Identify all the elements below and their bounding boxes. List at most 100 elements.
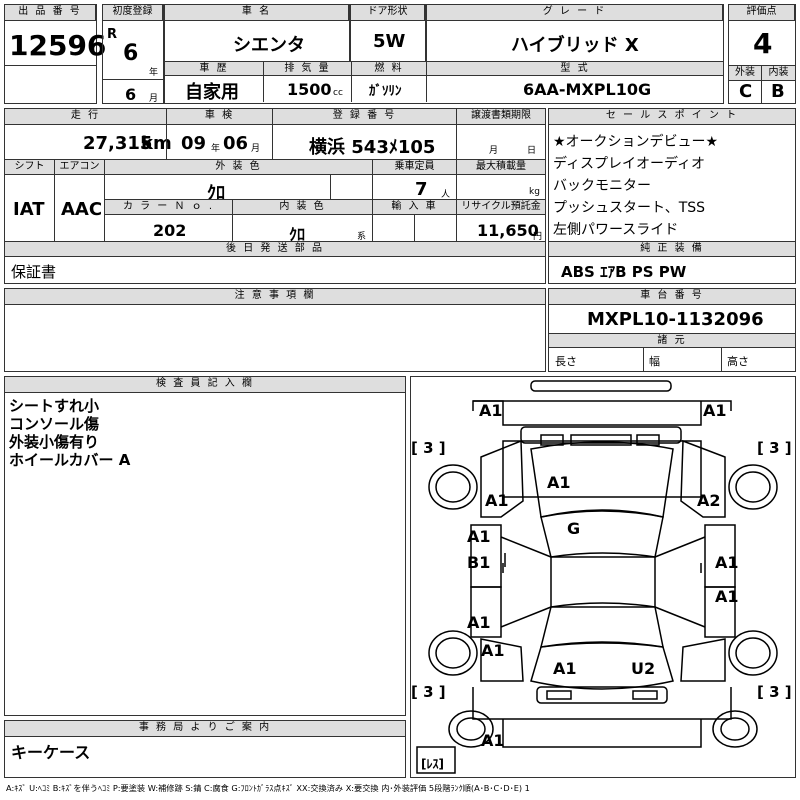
row1b: 車 歴 排 気 量 燃 料 型 式 自家用 1500 cc ｶﾞｿﾘﾝ 6AA-… <box>164 62 724 104</box>
reg-number: 横浜 543ﾒ105 <box>309 137 436 158</box>
int-label: 内装 <box>762 65 795 81</box>
int-color-unit: 系 <box>357 232 367 242</box>
mark-right-rear-door: A1 <box>715 587 739 606</box>
office-box: 事 務 局 よ り ご 案 内 キーケース <box>4 720 406 778</box>
recycle-amount: 11,650 <box>477 221 539 240</box>
transfer-month: 月 <box>489 146 499 156</box>
equip-label: 純 正 装 備 <box>549 241 795 257</box>
office-note: キーケース <box>11 743 91 762</box>
inspector-line: ホイールカバー A <box>9 451 131 469</box>
disp-unit: cc <box>333 88 343 98</box>
mark-right-fender: A2 <box>697 491 721 510</box>
mark-left-front-door-b: B1 <box>467 553 491 572</box>
inspect-year-unit: 年 <box>211 144 221 154</box>
mark-fr-bumper: A1 <box>703 401 727 420</box>
fuel-label: 燃 料 <box>352 62 427 76</box>
grade-label: グ レ ー ド <box>427 5 723 21</box>
name-box: 車 名 シエンタ <box>164 4 350 62</box>
recycle-unit: 円 <box>533 232 543 242</box>
inspect-month: 06 <box>223 133 249 154</box>
model-code: 6AA-MXPL10G <box>523 80 652 99</box>
shift-label: シフト <box>5 160 55 175</box>
info-box: 走 行 車 検 登 録 番 号 譲渡書類期限 27,315 km 09 年 06… <box>4 108 546 284</box>
mileage: 27,315 <box>83 133 153 154</box>
ext-label: 外装 <box>729 65 762 81</box>
sales-item: ★オークションデビュー★ <box>553 134 719 150</box>
fuel: ｶﾞｿﾘﾝ <box>369 84 402 99</box>
intcolor-label: 内 装 色 <box>233 199 373 215</box>
sales-item: プッシュスタート、TSS <box>553 200 706 216</box>
model-label: 型 式 <box>427 62 723 76</box>
grade-box: グ レ ー ド ハイブリッド X <box>426 4 724 62</box>
chassis-box: 車 台 番 号 MXPL10-1132096 諸 元 長さ 幅 高さ <box>548 288 796 372</box>
sales-item: ディスプレイオーディオ <box>553 156 706 172</box>
transfer-label: 譲渡書類期限 <box>457 109 545 125</box>
ac-label: エアコン <box>55 160 105 175</box>
inspector-line: シートすれ小 <box>9 397 100 415</box>
sales-item: 左側パワースライド <box>553 222 679 238</box>
inspect-label: 車 検 <box>167 109 273 125</box>
reg-year: 6 <box>123 41 139 66</box>
lot-number: 12596 <box>9 29 107 62</box>
mark-fl-bumper: A1 <box>479 401 503 420</box>
color-number: 202 <box>153 221 187 240</box>
name-label: 車 名 <box>165 5 349 21</box>
mark-rear-right: U2 <box>631 659 656 678</box>
mark-left-front-door: A1 <box>467 527 491 546</box>
later-label: 後 日 発 送 部 品 <box>5 241 545 257</box>
seats-label: 乗車定員 <box>373 160 457 175</box>
reg-month-unit: 月 <box>149 94 159 104</box>
grade: ハイブリッド X <box>511 35 639 56</box>
inspector-box: 検 査 員 記 入 欄 シートすれ小 コンソール傷 外装小傷有り ホイールカバー… <box>4 376 406 716</box>
door-label: ドア形状 <box>351 5 425 21</box>
score-label: 評価点 <box>729 5 795 21</box>
ext-color: ｸﾛ <box>207 183 225 204</box>
inspect-year: 09 <box>181 133 207 154</box>
import-label: 輸 入 車 <box>373 199 457 215</box>
spec-length: 長さ <box>555 355 577 368</box>
mileage-unit: km <box>141 133 172 154</box>
mark-left-quarter: A1 <box>481 641 505 660</box>
office-label: 事 務 局 よ り ご 案 内 <box>5 721 405 737</box>
car-outline <box>416 380 778 774</box>
aircon: AAC <box>61 199 103 220</box>
era: R <box>107 27 118 42</box>
color-label: 外 装 色 <box>105 160 373 175</box>
seats-unit: 人 <box>441 190 451 200</box>
inspector-line: コンソール傷 <box>9 415 100 433</box>
mileage-label: 走 行 <box>5 109 167 125</box>
spec-label: 諸 元 <box>549 333 795 348</box>
door-type: 5W <box>373 31 406 52</box>
int-color: ｸﾛ <box>289 225 306 244</box>
car-name: シエンタ <box>233 35 305 56</box>
displacement: 1500 <box>287 80 332 99</box>
first-reg-box: 初度登録 R 6 年 6 月 <box>102 4 164 104</box>
history-label: 車 歴 <box>165 62 264 76</box>
chassis-label: 車 台 番 号 <box>549 289 795 305</box>
chassis-number: MXPL10-1132096 <box>587 309 764 330</box>
tire-fl: [ 3 ] <box>411 439 446 457</box>
inspector-line: 外装小傷有り <box>9 433 100 451</box>
int-grade: B <box>771 81 785 102</box>
inspector-label: 検 査 員 記 入 欄 <box>5 377 405 393</box>
car-diagram: A1 A1 A1 A1 A2 G A1 B1 A1 A1 A1 A1 A1 U2… <box>410 376 796 778</box>
notes-label: 注 意 事 項 欄 <box>5 289 545 305</box>
lot-box: 出 品 番 号 12596 <box>4 4 106 104</box>
recycle-label: リサイクル預託金 <box>457 199 545 215</box>
history: 自家用 <box>185 82 239 103</box>
door-box: ドア形状 5W <box>350 4 426 62</box>
later-parts: 保証書 <box>11 263 57 281</box>
equipment: ABS ｴｱB PS PW <box>561 263 687 281</box>
mark-roof: G <box>567 519 581 538</box>
first-reg-label: 初度登録 <box>103 5 163 21</box>
load-label: 最大積載量 <box>457 160 545 175</box>
legend: A:ｷｽﾞ U:ﾍｺﾐ B:ｷｽﾞを伴うﾍｺﾐ P:要塗装 W:補修跡 S:錆 … <box>6 783 530 793</box>
transfer-day: 日 <box>527 146 537 156</box>
tire-spare: [ﾚｽ] <box>421 757 444 771</box>
score: 4 <box>753 27 773 60</box>
notes-box: 注 意 事 項 欄 <box>4 288 546 372</box>
sales-item: バックモニター <box>553 178 651 194</box>
inspect-month-unit: 月 <box>251 144 261 154</box>
mark-right-front-door: A1 <box>715 553 739 572</box>
spec-width: 幅 <box>649 355 660 368</box>
